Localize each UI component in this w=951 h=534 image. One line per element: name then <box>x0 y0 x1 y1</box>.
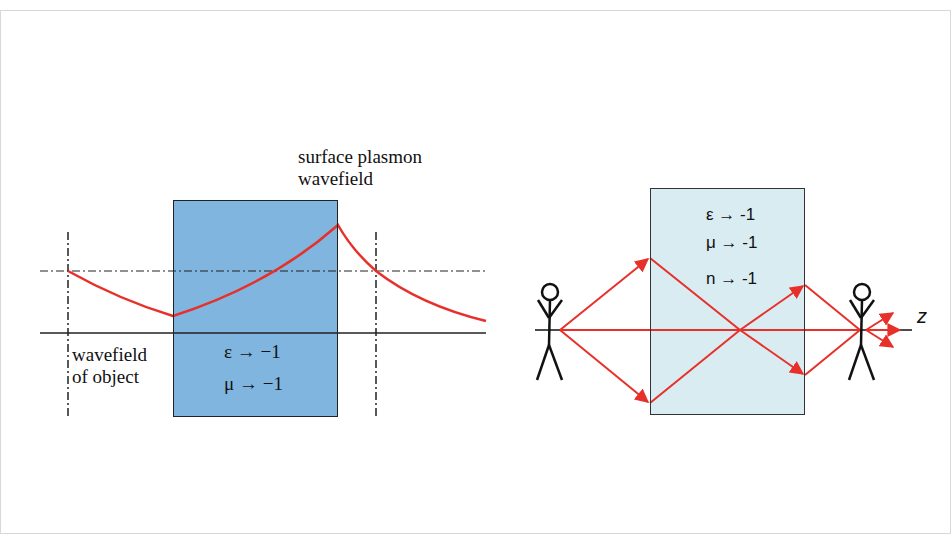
slab-fill <box>650 188 805 415</box>
stick-figure <box>849 284 874 380</box>
parameter-text: μ → −1 <box>224 373 283 395</box>
frame <box>1 11 951 534</box>
stick-figure <box>537 284 562 380</box>
axis-line <box>40 332 486 334</box>
slab-box: ε → -1 μ → -1 n → -1 <box>650 188 805 415</box>
wavefield-curve <box>68 225 486 321</box>
annotation: surface plasmon wavefield <box>298 146 448 190</box>
axis-label: z <box>917 305 927 328</box>
parameter-text: ε → -1 <box>706 205 755 225</box>
image-plane <box>375 232 377 416</box>
z-axis <box>535 329 912 331</box>
parameter-text: ε → −1 <box>224 341 281 363</box>
parameter-text: n → -1 <box>706 269 757 289</box>
slab-box: ε → −1 μ → −1 <box>173 200 338 417</box>
object-plane <box>67 232 69 416</box>
reference-line <box>40 270 486 271</box>
parameter-text: μ → -1 <box>706 233 757 253</box>
annotation: wavefield of object <box>72 344 160 388</box>
